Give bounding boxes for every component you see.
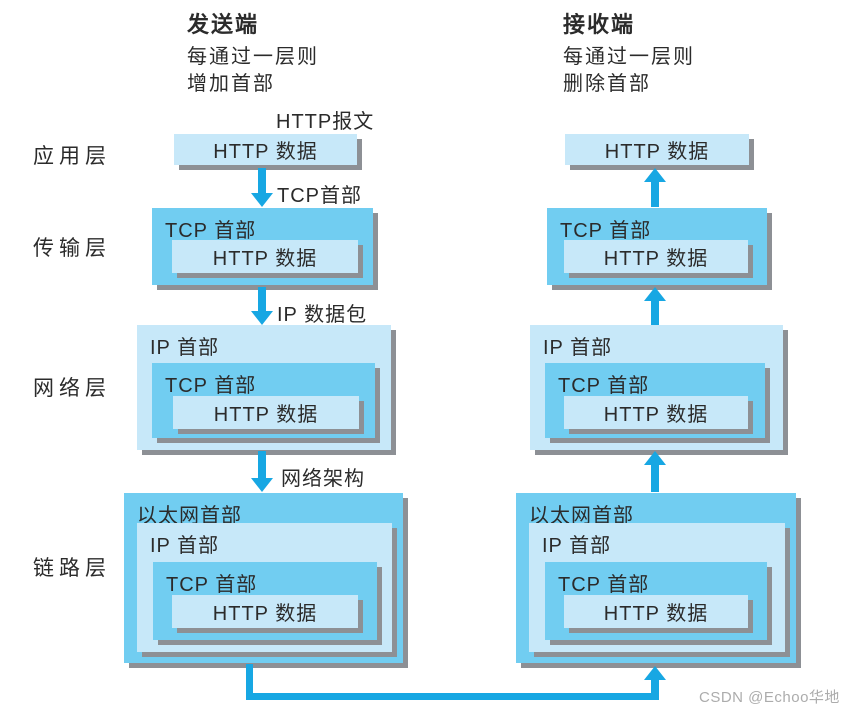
receiver-transport-http-data-box: HTTP 数据 — [564, 240, 748, 273]
arrow-head — [251, 193, 273, 207]
receiver-network-tcp-box: TCP 首部 HTTP 数据 — [545, 363, 765, 438]
sender-link-ethernet-box: 以太网首部 IP 首部 TCP 首部 HTTP 数据 — [124, 493, 403, 663]
layer-label-network: 网络层 — [33, 377, 111, 400]
arrow-head — [644, 451, 666, 465]
ip-header-box-title: IP 首部 — [150, 535, 220, 557]
http-message-label: HTTP报文 — [276, 111, 375, 133]
arrow-shaft — [651, 301, 659, 325]
watermark: CSDN @Echoo华地 — [699, 689, 840, 706]
sender-network-ip-box: IP 首部 TCP 首部 HTTP 数据 — [137, 325, 391, 450]
layer-label-link: 链路层 — [33, 557, 111, 580]
sender-transport-tcp-box: TCP 首部 HTTP 数据 — [152, 208, 373, 285]
receiver-link-http-data-box: HTTP 数据 — [564, 595, 748, 628]
tcp-header-box-title: TCP 首部 — [165, 220, 257, 242]
receiver-column-header: 接收端 每通过一层则 删除首部 — [563, 12, 695, 98]
decapsulate-ip-up-arrow-icon — [644, 451, 666, 492]
ethernet-header-box-title: 以太网首部 — [529, 505, 634, 527]
receiver-network-http-data-box: HTTP 数据 — [564, 396, 748, 429]
receiver-network-ip-box: IP 首部 TCP 首部 HTTP 数据 — [530, 325, 783, 450]
ip-header-box-title: IP 首部 — [543, 337, 613, 359]
sender-link-http-data-box: HTTP 数据 — [172, 595, 358, 628]
transmission-line-vertical — [246, 664, 253, 700]
receiver-title: 接收端 — [563, 12, 636, 37]
arrow-head — [644, 287, 666, 301]
ip-header-box-title: IP 首部 — [542, 535, 612, 557]
layer-label-transport: 传输层 — [33, 237, 111, 260]
tcp-header-box-title: TCP 首部 — [165, 375, 257, 397]
receiver-link-ethernet-box: 以太网首部 IP 首部 TCP 首部 HTTP 数据 — [516, 493, 796, 663]
tcp-header-box-title: TCP 首部 — [166, 574, 258, 596]
decapsulate-tcp-up-arrow-icon — [644, 287, 666, 325]
arrow-head — [251, 311, 273, 325]
arrow-head — [251, 478, 273, 492]
layer-label-application: 应用层 — [33, 145, 111, 168]
decapsulate-http-up-arrow-icon — [644, 168, 666, 207]
arrow-head — [644, 168, 666, 182]
sender-subtitle-line2: 增加首部 — [187, 73, 275, 95]
sender-link-tcp-box: TCP 首部 HTTP 数据 — [153, 562, 377, 640]
network-arch-arrow-label: 网络架构 — [281, 468, 365, 490]
tcp-header-box-title: TCP 首部 — [558, 574, 650, 596]
arrow-shaft — [258, 451, 266, 478]
sender-network-tcp-box: TCP 首部 HTTP 数据 — [152, 363, 375, 438]
ethernet-header-box-title: 以太网首部 — [137, 505, 242, 527]
receiver-link-tcp-box: TCP 首部 HTTP 数据 — [545, 562, 767, 640]
sender-title: 发送端 — [187, 12, 260, 37]
sender-link-ip-box: IP 首部 TCP 首部 HTTP 数据 — [137, 523, 392, 652]
transmission-up-arrow-icon — [644, 666, 666, 700]
arrow-head — [644, 666, 666, 680]
arrow-shaft — [651, 680, 659, 700]
encapsulate-ip-down-arrow-icon — [251, 287, 273, 325]
arrow-shaft — [258, 287, 266, 311]
sender-transport-http-data-box: HTTP 数据 — [172, 240, 358, 273]
arrow-shaft — [258, 168, 266, 193]
encapsulate-ethernet-down-arrow-icon — [251, 451, 273, 492]
tcp-header-box-title: TCP 首部 — [560, 220, 652, 242]
receiver-link-ip-box: IP 首部 TCP 首部 HTTP 数据 — [529, 523, 785, 652]
receiver-app-http-data-box: HTTP 数据 — [565, 134, 749, 165]
receiver-subtitle-line2: 删除首部 — [563, 73, 651, 95]
encapsulate-tcp-down-arrow-icon — [251, 168, 273, 207]
transmission-line-horizontal — [246, 693, 659, 700]
sender-app-http-data-box: HTTP 数据 — [174, 134, 357, 165]
sender-subtitle-line1: 每通过一层则 — [187, 46, 319, 68]
ip-packet-arrow-label: IP 数据包 — [277, 304, 368, 326]
sender-network-http-data-box: HTTP 数据 — [173, 396, 359, 429]
arrow-shaft — [651, 465, 659, 492]
sender-column-header: 发送端 每通过一层则 增加首部 — [187, 12, 319, 98]
tcp-header-arrow-label: TCP首部 — [277, 185, 362, 207]
receiver-transport-tcp-box: TCP 首部 HTTP 数据 — [547, 208, 767, 285]
arrow-shaft — [651, 182, 659, 207]
ip-header-box-title: IP 首部 — [150, 337, 220, 359]
tcp-header-box-title: TCP 首部 — [558, 375, 650, 397]
receiver-subtitle-line1: 每通过一层则 — [563, 46, 695, 68]
